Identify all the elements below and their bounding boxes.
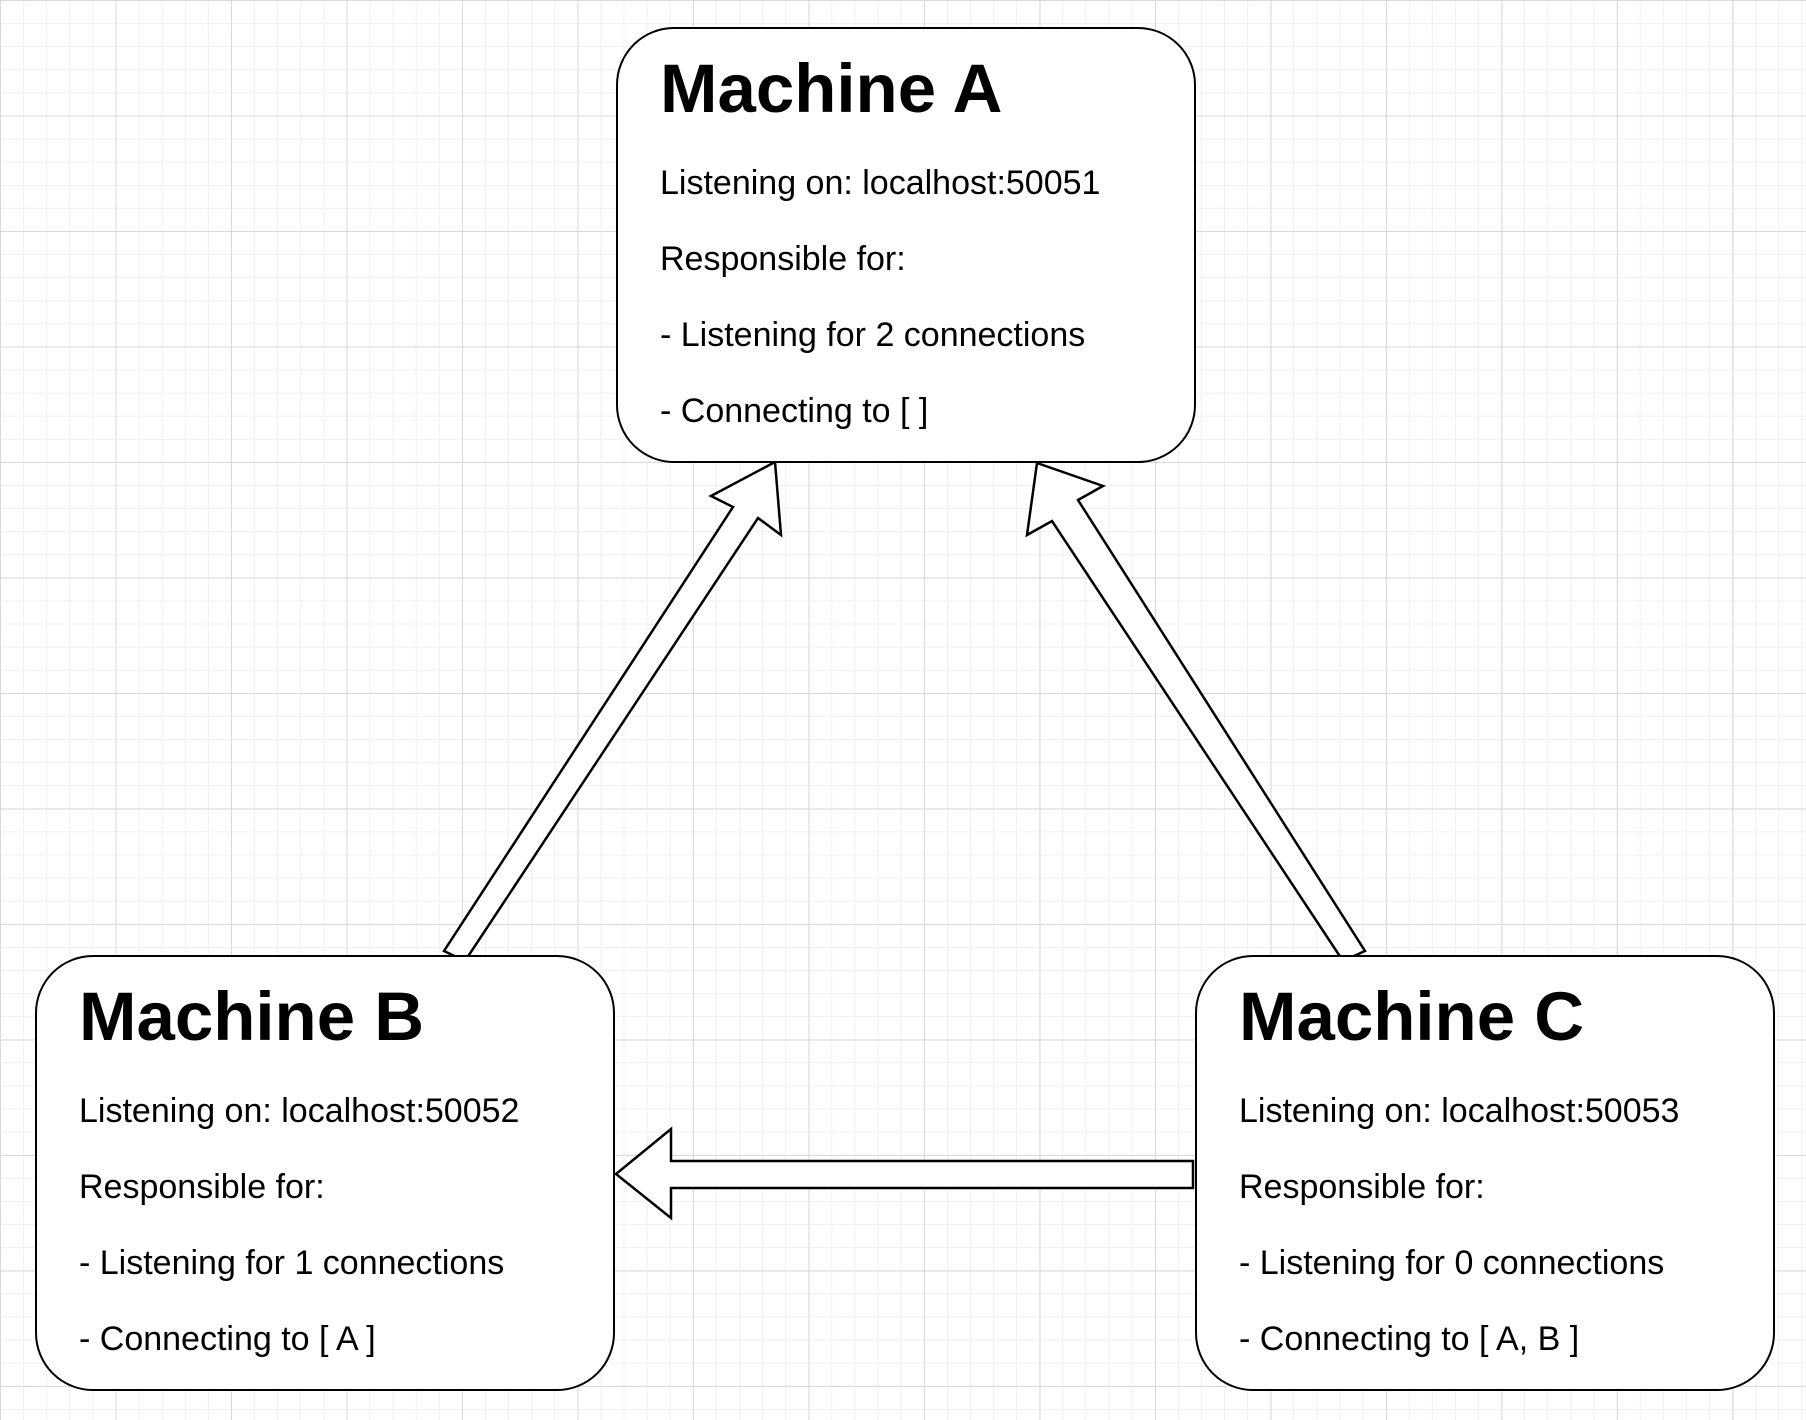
machine-b-responsible-heading: Responsible for: (79, 1168, 325, 1206)
machine-a-connecting-to: - Connecting to [ ] (660, 392, 929, 430)
machine-b-node[interactable]: Machine B Listening on: localhost:50052 … (35, 955, 615, 1391)
machine-c-node[interactable]: Machine C Listening on: localhost:50053 … (1195, 955, 1775, 1391)
machine-a-responsible-heading: Responsible for: (660, 240, 906, 278)
machine-c-connecting-to: - Connecting to [ A, B ] (1239, 1320, 1580, 1358)
arrow-c-to-b[interactable] (614, 1126, 1195, 1221)
machine-a-node[interactable]: Machine A Listening on: localhost:50051 … (616, 27, 1196, 463)
machine-c-title: Machine C (1239, 978, 1585, 1055)
arrow-c-to-a[interactable] (1025, 461, 1367, 963)
machine-a-listening-address: Listening on: localhost:50051 (660, 164, 1101, 202)
machine-b-listening-count: - Listening for 1 connections (79, 1244, 505, 1282)
machine-c-listening-count: - Listening for 0 connections (1239, 1244, 1665, 1282)
machine-c-listening-address: Listening on: localhost:50053 (1239, 1092, 1680, 1130)
arrow-b-to-a[interactable] (442, 460, 783, 963)
machine-b-connecting-to: - Connecting to [ A ] (79, 1320, 376, 1358)
machine-b-listening-address: Listening on: localhost:50052 (79, 1092, 520, 1130)
machine-b-title: Machine B (79, 978, 425, 1055)
machine-a-title: Machine A (660, 50, 1003, 127)
machine-a-listening-count: - Listening for 2 connections (660, 316, 1086, 354)
machine-c-responsible-heading: Responsible for: (1239, 1168, 1485, 1206)
